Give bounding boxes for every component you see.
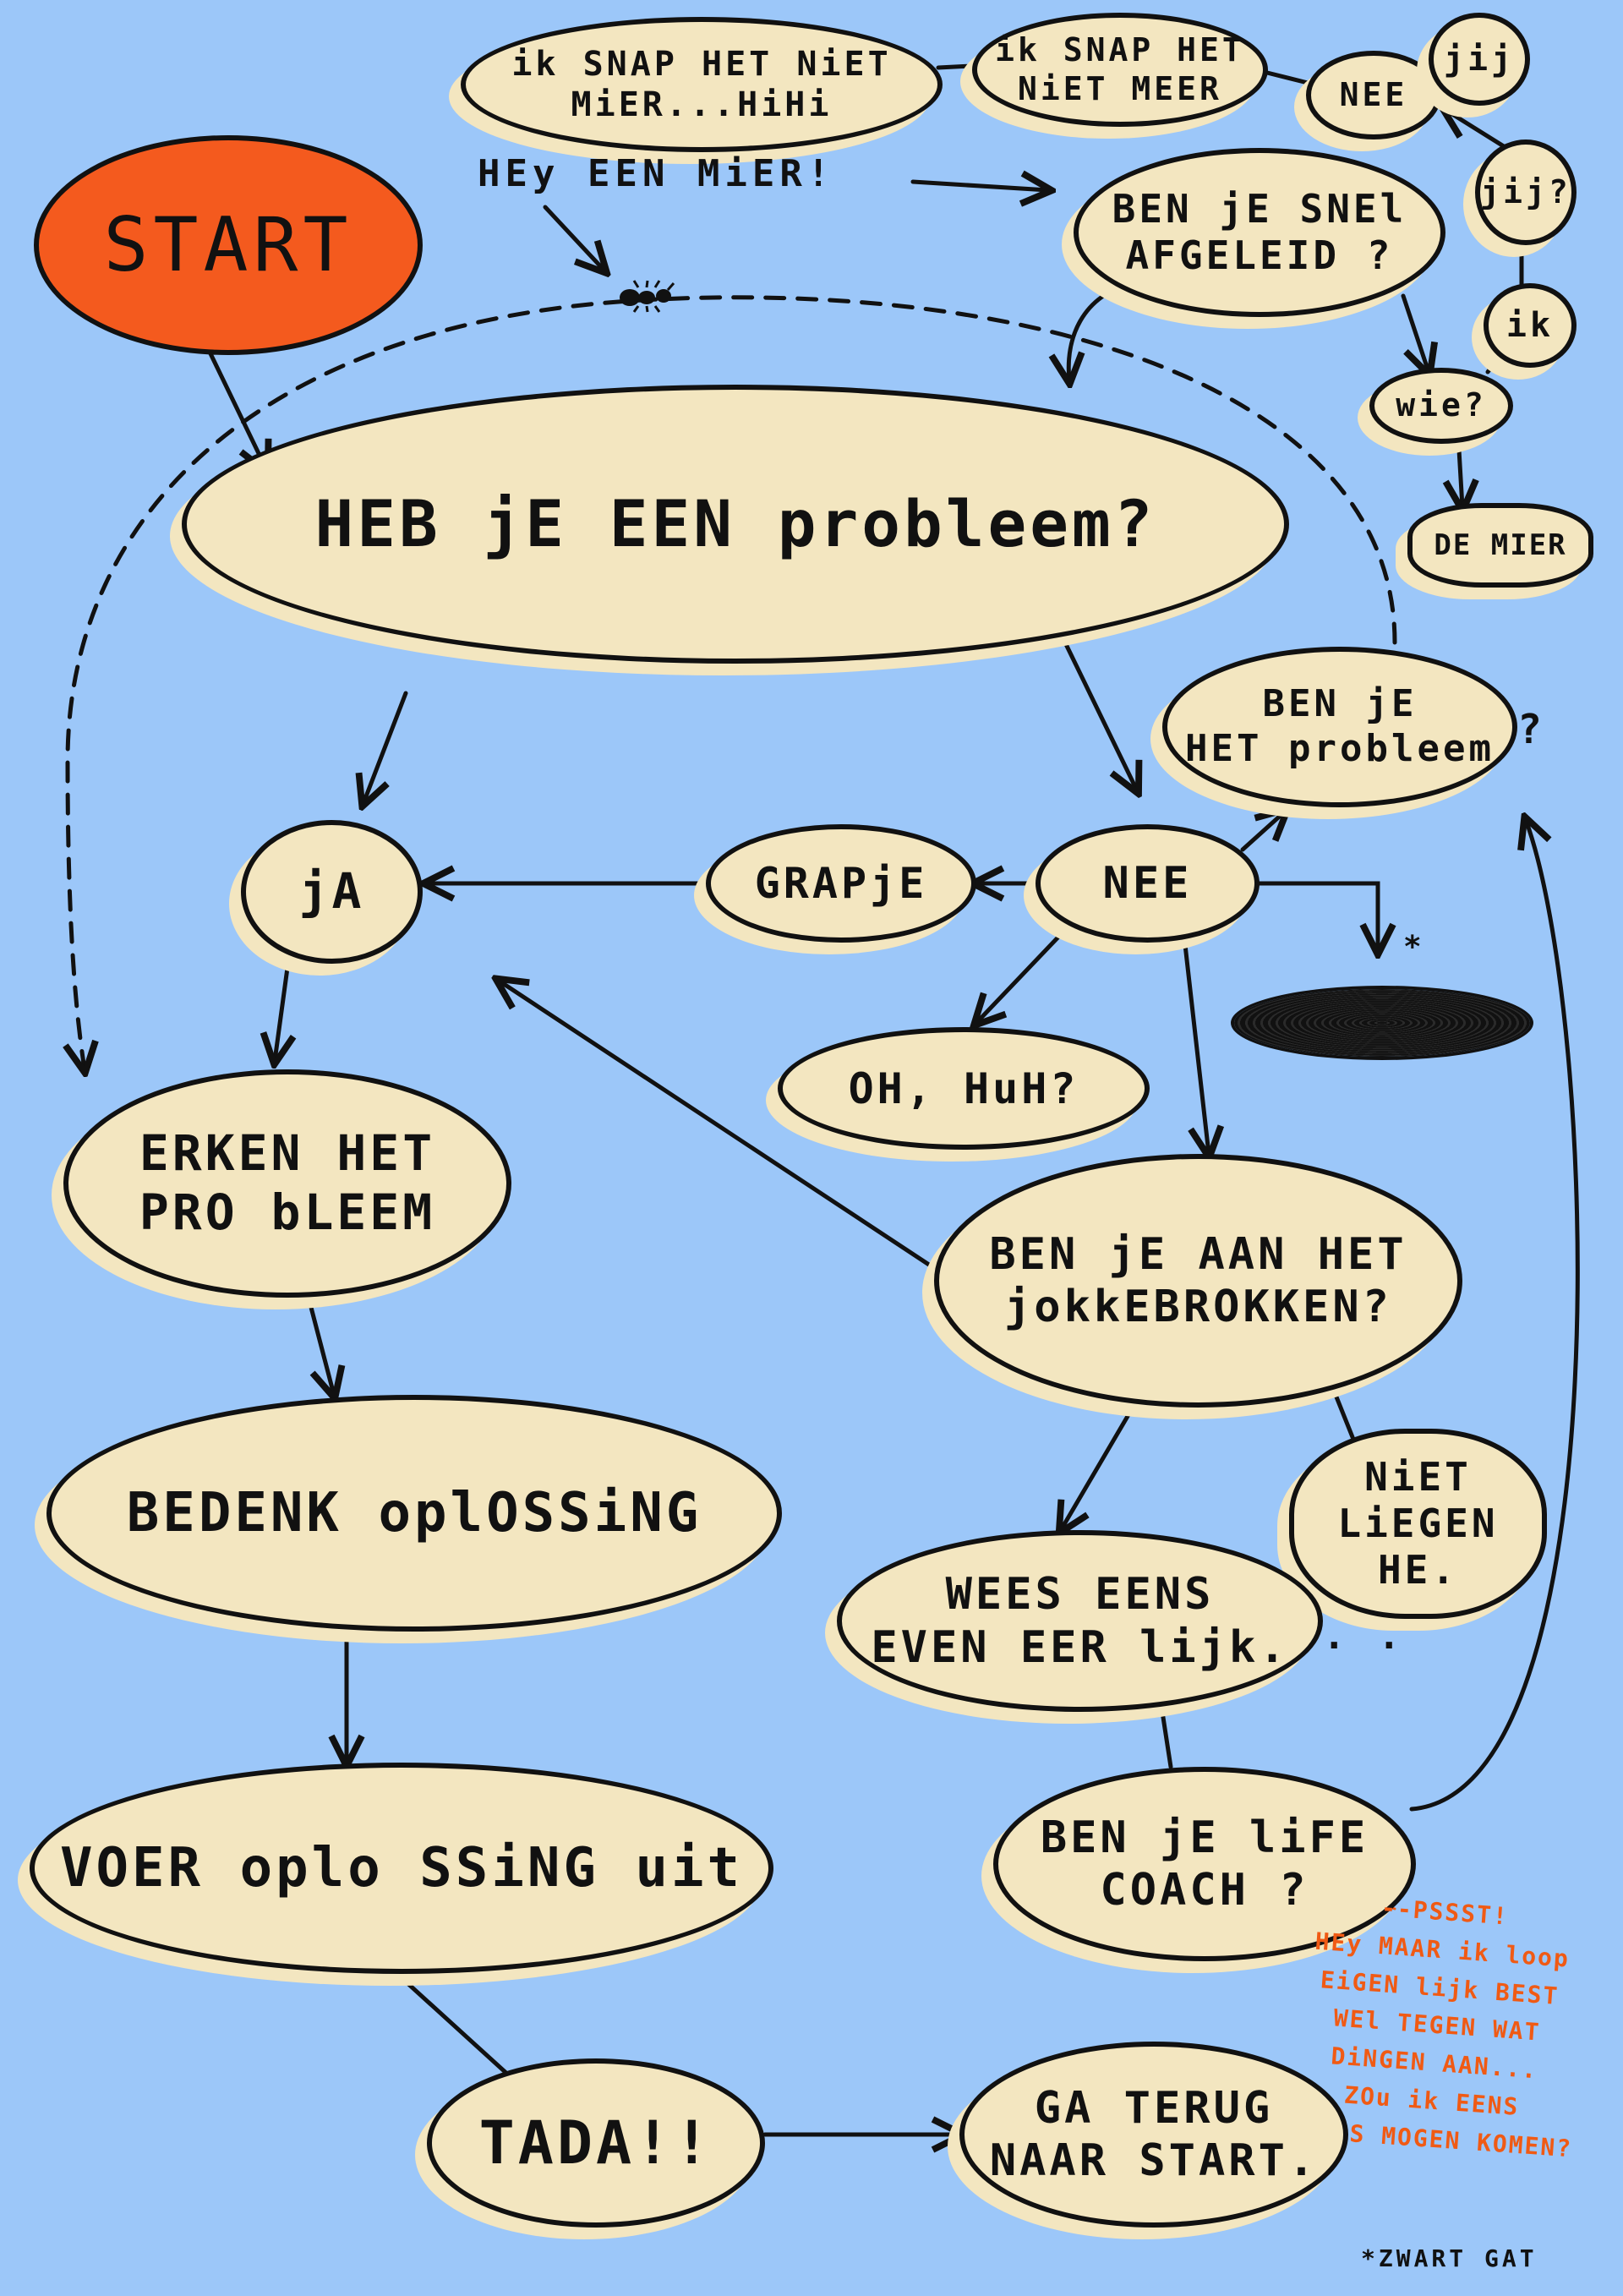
label-hey-mier: HEy EEN MiER! <box>478 152 835 195</box>
node-nee-top: NEE <box>1306 51 1441 139</box>
arrow-snapmeer-nee <box>1261 69 1317 87</box>
node-start: START <box>34 135 423 355</box>
node-snap-meer: ik SNAP HET NiET MEER <box>972 13 1268 127</box>
arrow-erken-bedenk <box>306 1295 334 1395</box>
arrow-nee-jokke <box>1181 927 1209 1154</box>
node-tada: TADA!! <box>427 2058 765 2228</box>
node-niet-liegen: NiET LiEGEN HE. <box>1289 1429 1547 1619</box>
node-probleem: HEB jE EEN probleem? <box>182 385 1289 664</box>
arrow-jokke-wees <box>1061 1405 1135 1530</box>
arrow-wie-demier <box>1458 433 1462 507</box>
ant-icon <box>620 280 675 313</box>
arrow-start-probleem <box>205 344 266 469</box>
arrow-hey-afgeleid <box>910 182 1048 190</box>
label-question-mark: ? <box>1517 706 1547 753</box>
arrow-nee-ohhuh <box>976 927 1068 1023</box>
arrow-nee-benprobleem <box>1240 812 1285 852</box>
node-de-mier: DE MIER <box>1407 503 1593 588</box>
arrow-afgeleid-probleem <box>1068 281 1135 380</box>
node-wees: WEES EENS EVEN EER lijk. <box>837 1530 1323 1712</box>
arrow-hey-ant <box>543 205 604 271</box>
node-jokkebrokken: BEN jE AAN HET jokkEBROKKEN? <box>934 1154 1462 1408</box>
arrow-dashed-loop <box>68 295 1397 1069</box>
node-ben-probleem: BEN jE HET probleem <box>1162 647 1517 807</box>
node-nee: NEE <box>1036 824 1260 943</box>
arrow-afgeleid-wie <box>1401 293 1429 372</box>
arrow-probleem-ja <box>363 691 408 803</box>
node-oh-huh: OH, HuH? <box>778 1027 1150 1150</box>
arrow-snap-link <box>936 63 975 70</box>
arrow-jokke-ja <box>499 981 937 1271</box>
arrow-ja-erken <box>275 965 287 1061</box>
node-ik: ik <box>1484 283 1577 368</box>
node-ja: jA <box>241 820 423 964</box>
node-wie: wie? <box>1369 368 1513 444</box>
node-bedenk: BEDENK oplOSSiNG <box>46 1395 782 1632</box>
node-jij-q: jij? <box>1475 139 1577 245</box>
node-life-coach: BEN jE liFE COACH ? <box>993 1767 1416 1961</box>
black-hole-scribble <box>1234 989 1530 1057</box>
node-afgeleid: BEN jE SNEl AFGELEID ? <box>1074 148 1445 317</box>
arrow-jokke-nietliegen <box>1333 1392 1355 1440</box>
node-voer: VOER oplo SSiNG uit <box>30 1763 773 1974</box>
node-erken: ERKEN HET PRO bLEEM <box>63 1069 511 1298</box>
node-terug: GA TERUG NAAR START. <box>959 2042 1348 2228</box>
label-asterisk: * <box>1403 930 1427 965</box>
arrow-lifecoach-benprobleem <box>1409 820 1580 1812</box>
node-grapje: GRAPjE <box>706 824 976 943</box>
node-jij: jij <box>1429 13 1530 106</box>
arrow-nee-zwartgat <box>1253 881 1378 951</box>
arrow-probleem-nee <box>1063 640 1137 790</box>
node-snap-mier: ik SNAP HET NiET MiER...HiHi <box>461 17 943 152</box>
arrow-wees-lifecoach <box>1160 1709 1173 1769</box>
label-dots: . . <box>1323 1615 1406 1658</box>
label-footnote: *ZWART GAT <box>1361 2244 1538 2272</box>
